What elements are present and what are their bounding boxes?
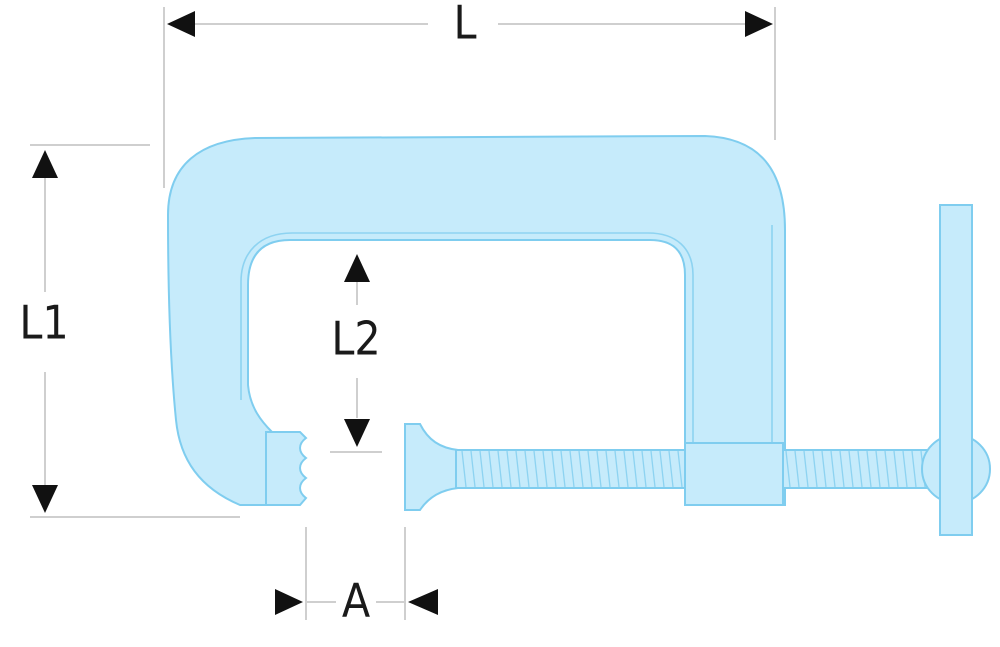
- clamp-frame: [166, 134, 786, 506]
- arrow-right-icon: [745, 11, 773, 37]
- thread-line: [839, 450, 845, 488]
- thread-line: [812, 450, 818, 488]
- thread-line: [650, 450, 656, 488]
- label-A: A: [342, 574, 370, 628]
- arrow-up-icon: [32, 150, 58, 178]
- thread-line: [569, 450, 575, 488]
- label-L1: L1: [19, 296, 68, 350]
- screw-threads: [461, 450, 926, 488]
- arrow-left-icon: [167, 11, 195, 37]
- thread-line: [578, 450, 584, 488]
- thread-line: [794, 450, 800, 488]
- arrow-down-icon: [344, 419, 370, 447]
- thread-line: [902, 450, 908, 488]
- thread-line: [515, 450, 521, 488]
- label-L: L: [453, 0, 476, 50]
- thread-line: [470, 450, 476, 488]
- thread-line: [533, 450, 539, 488]
- thread-line: [866, 450, 872, 488]
- arrow-left-icon: [408, 589, 438, 615]
- thread-line: [524, 450, 530, 488]
- thread-line: [542, 450, 548, 488]
- thread-line: [785, 450, 791, 488]
- dimension-L2: L2: [330, 254, 382, 453]
- thread-line: [821, 450, 827, 488]
- thread-line: [497, 450, 503, 488]
- t-handle-bar: [939, 204, 973, 536]
- thread-line: [506, 450, 512, 488]
- thread-line: [668, 450, 674, 488]
- thread-line: [614, 450, 620, 488]
- thread-line: [803, 450, 809, 488]
- thread-line: [551, 450, 557, 488]
- thread-line: [659, 450, 665, 488]
- arrow-down-icon: [32, 485, 58, 513]
- arrow-up-icon: [344, 254, 370, 282]
- thread-line: [911, 450, 917, 488]
- fixed-jaw: [265, 431, 308, 506]
- thread-line: [830, 450, 836, 488]
- arrow-right-icon: [275, 589, 303, 615]
- thread-line: [605, 450, 611, 488]
- thread-line: [893, 450, 899, 488]
- nut-block: [684, 442, 784, 506]
- thread-line: [641, 450, 647, 488]
- thread-line: [632, 450, 638, 488]
- dimension-A: A: [275, 527, 438, 628]
- thread-line: [488, 450, 494, 488]
- thread-line: [848, 450, 854, 488]
- thread-line: [461, 450, 467, 488]
- thread-line: [875, 450, 881, 488]
- thread-line: [587, 450, 593, 488]
- dimension-L1: L1: [19, 144, 240, 518]
- thread-line: [857, 450, 863, 488]
- thread-line: [596, 450, 602, 488]
- thread-line: [884, 450, 890, 488]
- thread-line: [677, 450, 683, 488]
- clamp-frame-contour: [240, 232, 694, 500]
- label-L2: L2: [331, 312, 380, 366]
- thread-line: [479, 450, 485, 488]
- thread-line: [623, 450, 629, 488]
- dimension-L: L: [163, 0, 776, 188]
- screw-pad: [404, 423, 459, 511]
- clamp-frame-body: [166, 134, 786, 506]
- thread-line: [560, 450, 566, 488]
